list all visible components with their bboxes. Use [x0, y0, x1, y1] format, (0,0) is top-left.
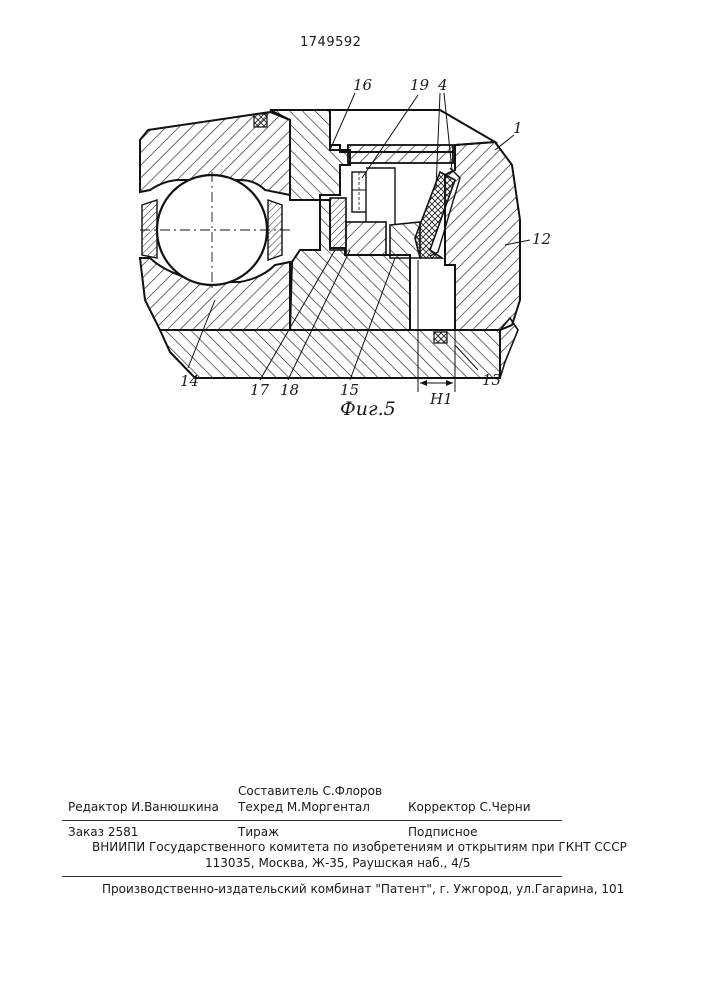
address-line: 113035, Москва, Ж-35, Раушская наб., 4/5 — [205, 856, 470, 870]
editor-line: Редактор И.Ванюшкина — [68, 800, 219, 814]
ring-18 — [346, 222, 386, 255]
divider-1 — [62, 820, 562, 821]
label-12: 12 — [532, 230, 551, 248]
cage-left — [142, 200, 157, 258]
seal-bottom — [434, 332, 447, 343]
label-15: 15 — [340, 381, 359, 399]
divider-2 — [62, 876, 562, 877]
techred-line: Техред М.Моргентал — [238, 800, 370, 814]
ball — [157, 175, 267, 285]
housing-right-12 — [445, 142, 520, 330]
label-14: 14 — [180, 372, 199, 390]
label-18: 18 — [280, 381, 299, 399]
subscription-line: Подписное — [408, 825, 477, 839]
base-strip — [160, 330, 500, 378]
figure-caption: Фиг.5 — [340, 398, 396, 420]
label-13: 13 — [482, 371, 501, 389]
seal-top — [254, 114, 267, 127]
label-19: 19 — [410, 76, 430, 94]
label-h1: H1 — [429, 390, 453, 408]
order-line: Заказ 2581 — [68, 825, 138, 839]
label-1: 1 — [513, 119, 523, 137]
cage-right — [268, 200, 282, 260]
institute-line: ВНИИПИ Государственного комитета по изоб… — [92, 840, 627, 854]
ring-17 — [330, 198, 346, 250]
label-4: 4 — [437, 76, 448, 94]
printer-line: Производственно-издательский комбинат "П… — [102, 882, 624, 896]
label-16: 16 — [353, 76, 373, 94]
label-17: 17 — [250, 381, 270, 399]
print-run-line: Тираж — [238, 825, 279, 839]
corrector-line: Корректор С.Черни — [408, 800, 531, 814]
piston-15 — [390, 222, 420, 258]
compiler-line: Составитель С.Флоров — [238, 784, 382, 798]
housing-right-lip — [500, 318, 518, 378]
figure-5-drawing: 16 19 4 1 12 14 17 18 15 H1 13 Фиг.5 — [0, 0, 707, 420]
inner-cavity — [366, 168, 395, 225]
